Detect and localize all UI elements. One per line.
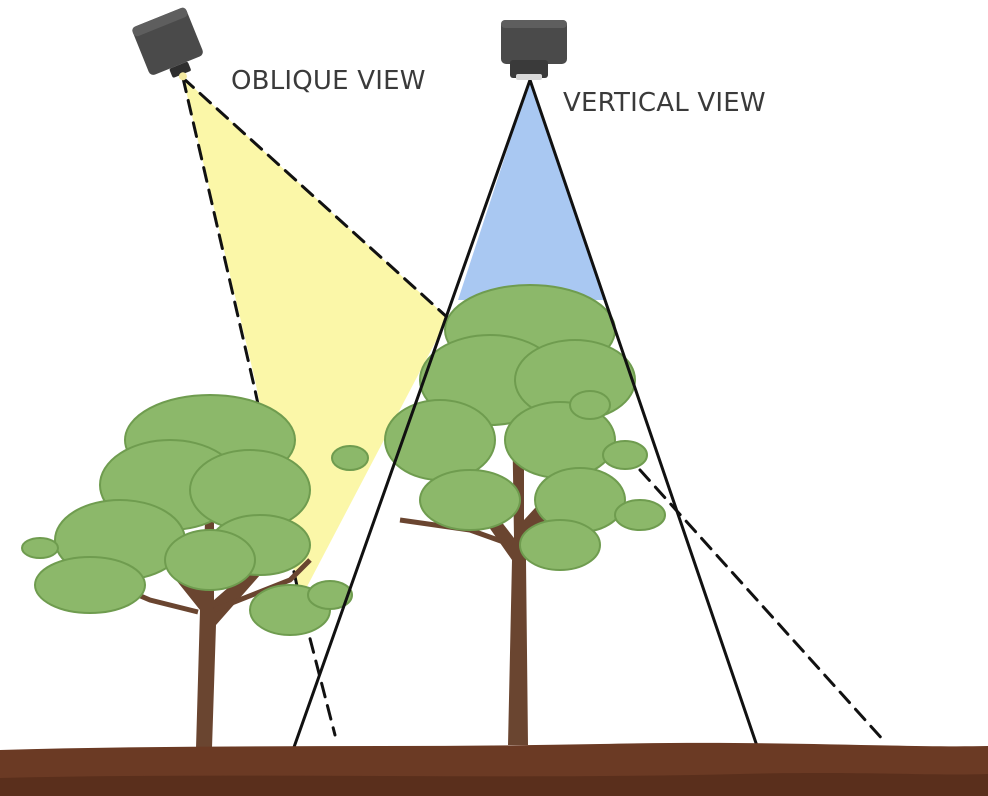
ground-shade xyxy=(0,773,988,796)
vertical-view-label: VERTICAL VIEW xyxy=(563,88,766,118)
tree-right xyxy=(331,284,666,745)
tree-left-branch xyxy=(213,558,312,613)
tree-left-foliage xyxy=(21,394,353,636)
camera-icon xyxy=(132,7,203,81)
oblique-view-cone xyxy=(183,78,448,600)
tree-left xyxy=(21,394,353,748)
oblique-view-label: OBLIQUE VIEW xyxy=(231,66,426,96)
vertical-cone-edges xyxy=(291,78,759,752)
tree-right-foliage xyxy=(331,284,666,571)
camera-icon xyxy=(501,20,567,80)
vertical-view-cone xyxy=(458,80,605,300)
